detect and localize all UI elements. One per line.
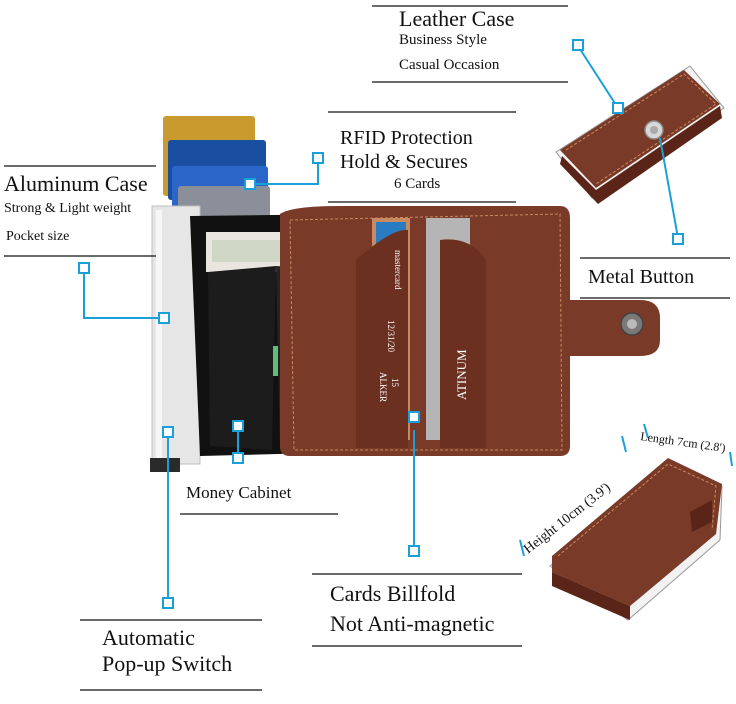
leather-case-line2: Casual Occasion: [399, 57, 500, 73]
card-code-text: 15: [390, 378, 400, 388]
callout-markers: [78, 39, 684, 609]
label-rules: [4, 5, 730, 691]
marker-billfold-top: [408, 411, 420, 423]
leather-case-title: Leather Case: [399, 6, 515, 31]
card-platinum-text: ATINUM: [454, 349, 469, 400]
card-name-text: ALKER: [378, 372, 388, 402]
dimension-markers: [519, 423, 733, 557]
marker-switch-top: [162, 426, 174, 438]
rfid-line1: Hold & Secures: [340, 151, 468, 173]
closed-wallet-image: [555, 65, 725, 204]
marker-billfold: [408, 545, 420, 557]
money-cabinet-title: Money Cabinet: [186, 483, 292, 502]
marker-rfid-top: [312, 152, 324, 164]
marker-money-cabinet-low: [232, 452, 244, 464]
length-dimension-label: Length 7cm (2.8'): [640, 429, 727, 455]
card-brand-text: mastercard: [393, 250, 403, 290]
popup-switch-line1: Pop-up Switch: [102, 651, 233, 676]
aluminum-case-line1: Strong & Light weight: [4, 201, 132, 216]
marker-aluminum-case: [158, 312, 170, 324]
popup-switch-title: Automatic: [102, 625, 195, 650]
open-wallet-image: [150, 116, 660, 472]
metal-button-title: Metal Button: [588, 266, 695, 288]
marker-aluminum-top: [78, 262, 90, 274]
marker-metal-button: [672, 233, 684, 245]
marker-money-cabinet: [232, 420, 244, 432]
rfid-title: RFID Protection: [340, 127, 473, 149]
rfid-line2: 6 Cards: [394, 176, 441, 192]
leather-case-line1: Business Style: [399, 32, 487, 48]
cards-billfold-title: Cards Billfold: [330, 581, 456, 606]
dimension-wallet-image: [549, 458, 723, 621]
marker-switch: [162, 597, 174, 609]
aluminum-case-line2: Pocket size: [6, 229, 70, 244]
aluminum-case-title: Aluminum Case: [4, 171, 148, 196]
marker-leather-top: [572, 39, 584, 51]
card-date-text: 12/31/20: [386, 320, 396, 353]
marker-leather-case: [612, 102, 624, 114]
cards-billfold-line1: Not Anti-magnetic: [330, 611, 495, 636]
marker-rfid-cards: [244, 178, 256, 190]
